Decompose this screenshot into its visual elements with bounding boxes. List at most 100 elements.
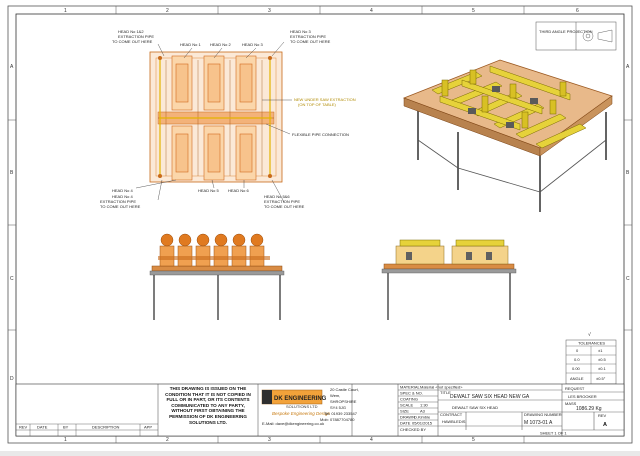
head-label-4: HEAD No 4 (112, 188, 133, 193)
rev-header: REV (19, 425, 28, 430)
request-label: REQUEST (565, 386, 585, 391)
contract-label: CONTRACT (440, 412, 463, 417)
drawn-value: D.Kimble (414, 415, 431, 420)
projection-symbol: THIRD ANGLE PROJECTION (535, 21, 617, 51)
company-logo: DK ENGINEERING SOLUTIONS LTD Bespoke Eng… (261, 389, 331, 426)
callout-bottom-left-line3: TO COME OUT HERE (100, 204, 141, 209)
callout-bottom-right-line1: HEAD No 5&6 (264, 194, 290, 199)
scale-label: SCALE (400, 403, 413, 408)
outer-frame (7, 5, 633, 444)
col-label: 1 (64, 437, 67, 443)
company-tel: Tel: 01939 233547 (324, 411, 358, 416)
callout-bottom-right-line3: TO COME OUT HERE (264, 204, 305, 209)
callout-flexible-pipe: FLEXIBLE PIPE CONNECTION (292, 132, 349, 137)
head-label-5: HEAD No 5 (198, 188, 219, 193)
size-value: A3 (420, 409, 426, 414)
tolerance-table: TOLERANCES 0 ±1 0.0 ±0.5 0.00 ±0.1 ANGLE… (565, 331, 617, 385)
callout-saw-extraction-line1: NEW UNDER SAW EXTRACTION (294, 97, 356, 102)
col-label: 3 (268, 437, 271, 443)
spec-label: SPEC & NO. (400, 391, 423, 396)
callout-bottom-left-line2: EXTRACTION PIPE (100, 199, 136, 204)
col-label: 1 (64, 8, 67, 14)
title-label: TITLE (440, 390, 451, 395)
plan-view (149, 51, 283, 183)
grid-column-labels: 1 2 3 4 5 6 1 2 3 4 5 (64, 8, 579, 443)
callout-top-right-line1: HEAD No 3 (290, 29, 311, 34)
tolerance-cell: ANGLE (570, 376, 584, 381)
scale-value: 1:30 (420, 403, 429, 408)
copyright-notice: THIS DRAWING IS ISSUED ON THE CONDITION … (165, 386, 251, 425)
date-label: DATE (400, 421, 411, 426)
tolerance-cell: ±1 (598, 348, 603, 353)
head-label-1: HEAD No 1 (180, 42, 201, 47)
front-elevation (149, 233, 285, 320)
col-label: 6 (576, 8, 579, 14)
roughness-symbol: √ (588, 331, 591, 338)
projection-label: THIRD ANGLE PROJECTION (539, 29, 593, 34)
tolerance-cell: ±0.5° (596, 376, 606, 381)
date-value: 05/01/2015 (412, 421, 433, 426)
rev-app-header: APP (144, 425, 152, 430)
address-line: Wem, (330, 393, 340, 398)
copyright-notice-box: THIS DRAWING IS ISSUED ON THE CONDITION … (165, 386, 251, 425)
callout-top-right-line3: TO COME OUT HERE (290, 39, 331, 44)
callout-saw-extraction-line2: (ON TOP OF TABLE) (298, 102, 337, 107)
rev-description-header: DESCRIPTION (92, 425, 119, 430)
plan-leaders (135, 41, 292, 203)
drawing-subtitle: DEWALT SAW SIX HEAD (452, 405, 498, 410)
contract-value: HAWBLEDIS (442, 419, 466, 424)
callout-top-left-line1: HEAD No 1&2 (118, 29, 144, 34)
col-label: 4 (370, 8, 373, 14)
drawing-title: DEWALT SAW SIX HEAD NEW GA (450, 394, 530, 400)
head-label-6: HEAD No 6 (228, 188, 249, 193)
row-label: C (10, 276, 14, 282)
tolerance-cell: 0.00 (572, 366, 581, 371)
head-label-2: HEAD No 2 (210, 42, 231, 47)
row-label: C (626, 276, 630, 282)
col-label: 5 (472, 8, 475, 14)
checked-label: CHECKED BY (400, 427, 426, 432)
address-line: SHROPSHIRE (330, 399, 357, 404)
logo-tagline: Bespoke Engineering Design (272, 411, 331, 416)
request-value: LES BROOKER (568, 394, 597, 399)
mass-value: 1086.29 Kg (576, 406, 602, 412)
address-line: SY4 5JG (330, 405, 346, 410)
callout-bottom-right-line2: EXTRACTION PIPE (264, 199, 300, 204)
rev-by-header: BY (63, 425, 69, 430)
drawing-number: M 1073-01 A (524, 420, 553, 426)
size-label: SIZE (400, 409, 409, 414)
callout-top-left-line2: EXTRACTION PIPE (118, 34, 154, 39)
logo-sub: SOLUTIONS LTD (286, 404, 318, 409)
row-label: A (10, 64, 14, 70)
rev-value: A (603, 422, 607, 428)
tolerance-title: TOLERANCES (578, 341, 605, 346)
side-elevation (381, 239, 517, 320)
plan-callouts: HEAD No 1&2 EXTRACTION PIPE TO COME OUT … (100, 29, 356, 209)
mass-label: MASS (565, 401, 577, 406)
row-label: B (626, 170, 630, 176)
rev-label: REV (598, 413, 607, 418)
col-label: 2 (166, 437, 169, 443)
grid-row-labels: A B C D A B C (10, 64, 630, 382)
address-line: 20 Castle Court, (330, 387, 359, 392)
grid-zone-marks (8, 6, 632, 443)
row-label: A (626, 64, 630, 70)
drawn-label: DRAWN (400, 415, 415, 420)
col-label: 2 (166, 8, 169, 14)
sheet-label: SHEET 1 OF 1 (540, 431, 567, 436)
material-label: MATERIAL (400, 385, 420, 390)
tolerance-cell: 0.0 (574, 357, 580, 362)
col-label: 5 (472, 437, 475, 443)
tolerance-cell: ±0.5 (598, 357, 607, 362)
coating-label: COATING (400, 397, 418, 402)
tolerance-cell: 0 (576, 348, 579, 353)
callout-top-left-line3: TO COME OUT HERE (112, 39, 153, 44)
callout-bottom-left-line1: HEAD No 4 (112, 194, 133, 199)
title-fields: MATERIAL Material <not specified> SPEC &… (400, 385, 607, 436)
tolerance-cell: ±0.1 (598, 366, 607, 371)
isometric-view (402, 59, 613, 212)
logo-main: DK ENGINEERING (274, 396, 327, 402)
head-label-3: HEAD No 3 (242, 42, 263, 47)
